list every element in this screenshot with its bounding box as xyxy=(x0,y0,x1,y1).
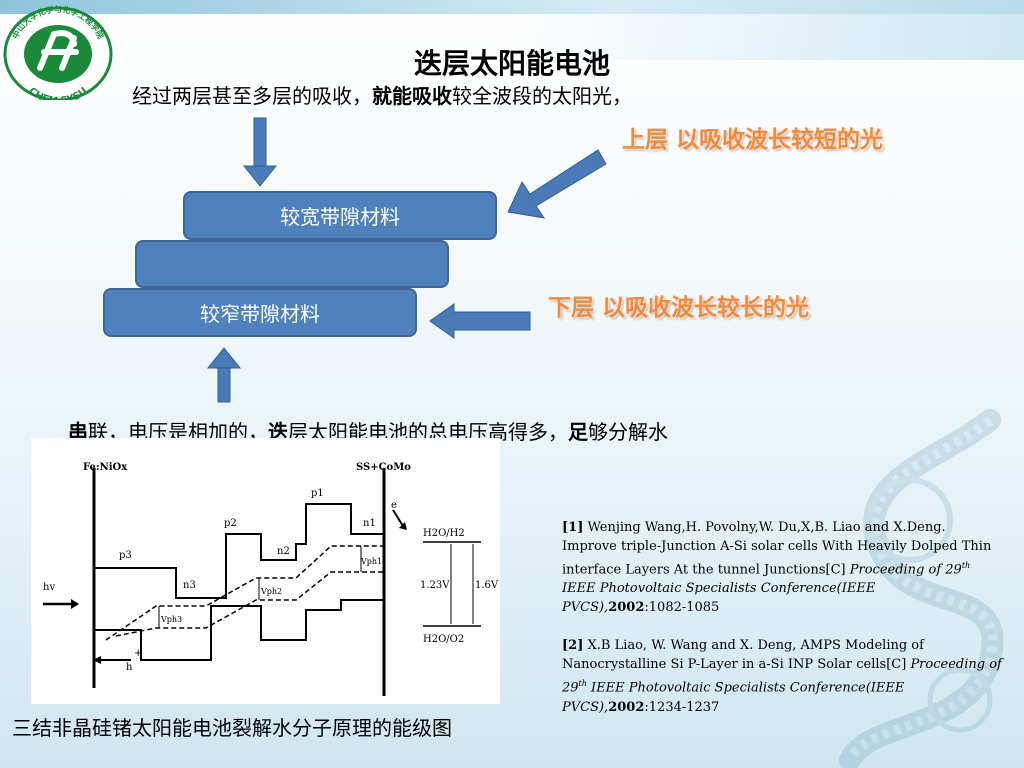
label-p3: p3 xyxy=(119,550,132,561)
arrow-down-icon xyxy=(242,117,278,187)
upper-layer-note: 上层 以吸收波长较短的光 xyxy=(622,127,884,153)
top-decor-gradient xyxy=(510,14,1024,60)
label-1-6v: 1.6V xyxy=(475,580,499,591)
intro-line: 经过两层甚至多层的吸收，就能吸收较全波段的太阳光， xyxy=(132,80,632,109)
label-p2: p2 xyxy=(224,518,237,529)
energy-level-svg: Fe:NiOx SS+CoMo hv p3 n3 p2 n2 p1 n1 e h… xyxy=(43,462,499,696)
ref2-year: 2002 xyxy=(608,699,645,715)
energy-level-diagram: Fe:NiOx SS+CoMo hv p3 n3 p2 n2 p1 n1 e h… xyxy=(31,438,500,704)
layer-narrow-bandgap: 较窄带隙材料 xyxy=(103,288,417,337)
label-n3: n3 xyxy=(183,580,196,591)
label-hole: h xyxy=(126,662,133,673)
layer-middle xyxy=(135,240,449,288)
label-vph2: Vph2 xyxy=(260,587,282,596)
arrow-up-icon xyxy=(206,347,242,403)
lower-layer-note: 下层 以吸收波长较长的光 xyxy=(548,295,810,321)
intro-bold: 就能吸收 xyxy=(372,84,452,108)
label-1-23v: 1.23V xyxy=(420,580,450,591)
arrow-diagonal-icon xyxy=(507,149,607,219)
label-right-electrode: SS+CoMo xyxy=(356,462,411,473)
references: [1] Wenjing Wang,H. Povolny,W. Du,X,B. L… xyxy=(562,518,1002,717)
ref2-italic-b: IEEE Photovoltaic Specialists Conference… xyxy=(562,680,905,715)
series-t3: 够分解水 xyxy=(588,420,668,444)
label-vph3: Vph3 xyxy=(160,615,182,624)
reference-1: [1] Wenjing Wang,H. Povolny,W. Du,X,B. L… xyxy=(562,518,1002,617)
ref2-italic-a: Proceeding of 29 xyxy=(562,657,1002,696)
label-n1: n1 xyxy=(363,518,376,529)
label-h2o-h2: H2O/H2 xyxy=(423,528,465,539)
series-b3: 足 xyxy=(568,420,588,444)
ref2-authors: X.B Liao, W. Wang and X. Deng, AMPS Mode… xyxy=(562,638,924,673)
label-left-electrode: Fe:NiOx xyxy=(83,462,128,473)
intro-post: 较全波段的太阳光， xyxy=(452,84,632,108)
ref1-year: 2002 xyxy=(608,600,645,616)
label-h2o-o2: H2O/O2 xyxy=(423,634,464,645)
ref1-pages: :1082-1085 xyxy=(644,600,720,616)
ref2-pages: :1234-1237 xyxy=(644,699,720,715)
ref1-authors: Wenjing Wang,H. Povolny,W. Du,X,B. Liao … xyxy=(562,520,992,578)
reference-2: [2] X.B Liao, W. Wang and X. Deng, AMPS … xyxy=(562,636,1002,716)
label-p1: p1 xyxy=(311,488,324,499)
label-hv: hv xyxy=(43,582,55,593)
ref1-num: [1] xyxy=(562,520,584,535)
intro-pre: 经过两层甚至多层的吸收， xyxy=(132,84,372,108)
label-plus: + xyxy=(134,648,142,659)
label-electron: e xyxy=(391,500,397,511)
arrow-left-icon xyxy=(429,303,531,339)
sysu-chem-logo: 中山大学化学与化学工程学院 CHEM SYSU xyxy=(3,4,113,100)
slide-title: 迭层太阳能电池 xyxy=(413,47,610,80)
dragon-decoration xyxy=(839,409,1004,768)
layer-wide-bandgap: 较宽带隙材料 xyxy=(183,191,497,240)
ref2-num: [2] xyxy=(562,638,584,654)
label-vph1: Vph1 xyxy=(360,557,382,566)
ref1-sup: th xyxy=(961,561,971,570)
label-n2: n2 xyxy=(277,546,290,557)
ref1-italic-a: Proceeding of 29 xyxy=(849,562,962,578)
top-decor-bar xyxy=(0,0,1024,14)
ref2-sup: th xyxy=(578,679,587,689)
diagram-caption: 三结非晶硅锗太阳能电池裂解水分子原理的能级图 xyxy=(12,716,452,740)
ref1-italic-b: IEEE Photovoltaic Specialists Conference… xyxy=(562,581,876,616)
